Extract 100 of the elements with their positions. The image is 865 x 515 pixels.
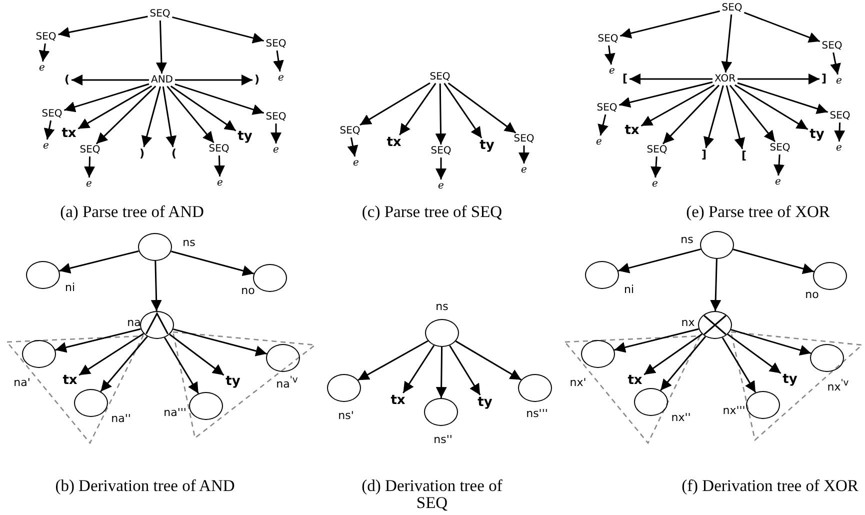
arrow <box>730 328 812 356</box>
tree-node-label: ty <box>782 372 798 388</box>
arrow <box>729 84 776 142</box>
arrow <box>273 50 284 72</box>
arrow <box>727 334 782 374</box>
arrow <box>38 43 50 62</box>
tree-node-label: SEQ <box>512 134 536 144</box>
arrow <box>449 345 481 396</box>
arrow <box>721 14 732 73</box>
node-label: na' <box>14 376 30 390</box>
arrow <box>141 86 162 148</box>
arrow <box>662 84 720 144</box>
tree-node-label: e <box>835 76 843 86</box>
tree-node-label: SEQ <box>428 72 452 82</box>
circle-node <box>698 311 732 339</box>
arrow <box>172 16 264 44</box>
tree-node-label: SEQ <box>768 142 792 154</box>
arrow <box>436 158 446 180</box>
arrow <box>173 328 267 356</box>
arrow <box>175 74 252 86</box>
node-label: no <box>241 284 255 298</box>
circle-node <box>26 261 60 289</box>
arrow <box>64 83 150 112</box>
circle-node <box>810 344 844 372</box>
node-label: ns' <box>338 410 354 422</box>
tree-node-label: e <box>85 178 93 190</box>
arrow <box>604 45 616 65</box>
arrow <box>726 85 745 150</box>
tree-node-label: ty <box>808 128 826 142</box>
caption: (a) Parse tree of AND <box>60 203 204 220</box>
tree-node-label: SEQ <box>338 126 362 136</box>
arrow <box>150 260 162 312</box>
arrow <box>744 12 820 43</box>
node-label: no <box>805 288 819 302</box>
node-label: ni <box>624 284 634 296</box>
circle-node <box>253 264 287 292</box>
arrow <box>614 328 699 353</box>
node-label: ns <box>182 236 196 250</box>
arrow <box>644 333 702 376</box>
tree-node-label: SEQ <box>820 40 844 52</box>
tree-node-label: XOR <box>713 74 737 84</box>
arrow <box>620 10 720 39</box>
circle-node <box>581 340 615 368</box>
tree-node-label: SEQ <box>34 32 58 42</box>
tree-node-label: SEQ <box>720 2 744 14</box>
arrow <box>830 52 841 75</box>
tree-node-label: SEQ <box>148 8 172 20</box>
arrow <box>737 82 828 114</box>
tree-node-label: SEQ <box>264 38 288 50</box>
tree-node-label: e <box>216 178 224 188</box>
tree-node-label: e <box>651 178 659 190</box>
arrow <box>174 83 264 115</box>
tree-node-label: SEQ <box>40 108 64 120</box>
arrow <box>72 74 149 86</box>
circle-node <box>700 231 734 259</box>
arrow <box>59 250 139 274</box>
tree-node-label: ) <box>253 74 261 86</box>
tree-node-label: SEQ <box>596 34 620 44</box>
tree-node-label: SEQ <box>430 146 452 156</box>
circle-node <box>634 388 668 416</box>
tree-node-label: ty <box>224 374 242 390</box>
circle-node <box>424 398 458 426</box>
tree-node-label: e <box>437 180 445 192</box>
arrow <box>96 86 156 144</box>
arrow <box>58 16 148 38</box>
tree-node-label: SEQ <box>596 102 618 114</box>
node-label: nx <box>681 316 695 330</box>
tree-node-label: e <box>774 176 782 188</box>
arrow <box>518 146 530 164</box>
arrow <box>164 337 200 394</box>
arrow <box>774 154 785 176</box>
circle-node <box>746 391 780 419</box>
tree-node-label: SEQ <box>828 110 852 122</box>
arrow <box>436 347 447 398</box>
arrow <box>402 345 435 394</box>
caption: (e) Parse tree of XOR <box>686 203 830 220</box>
tree-node-label: ( <box>170 148 178 160</box>
arrow <box>170 85 236 132</box>
tree-node-label: e <box>38 62 46 74</box>
node-label: ns <box>436 300 448 314</box>
node-label: nx'' <box>671 412 691 424</box>
arrow <box>171 250 254 276</box>
circle-node <box>140 311 174 339</box>
tree-node-label: ( <box>63 74 71 86</box>
tree-node-label: ] <box>820 72 828 86</box>
arrow <box>630 74 712 84</box>
circle-node <box>585 261 619 289</box>
arrow <box>619 81 713 108</box>
arrow <box>78 85 152 130</box>
node-label: na'' <box>111 412 131 426</box>
tree-node-label: ty <box>478 138 496 154</box>
arrow <box>444 82 482 138</box>
circle-node <box>425 319 459 347</box>
arrow <box>162 86 177 148</box>
tree-node-label: ) <box>138 148 146 160</box>
arrow <box>347 137 358 157</box>
node-label: nx''' <box>722 404 746 418</box>
tree-node-label: ty <box>236 130 254 144</box>
caption: (b) Derivation tree of AND <box>55 477 235 494</box>
tree-node-label: SEQ <box>264 112 288 122</box>
